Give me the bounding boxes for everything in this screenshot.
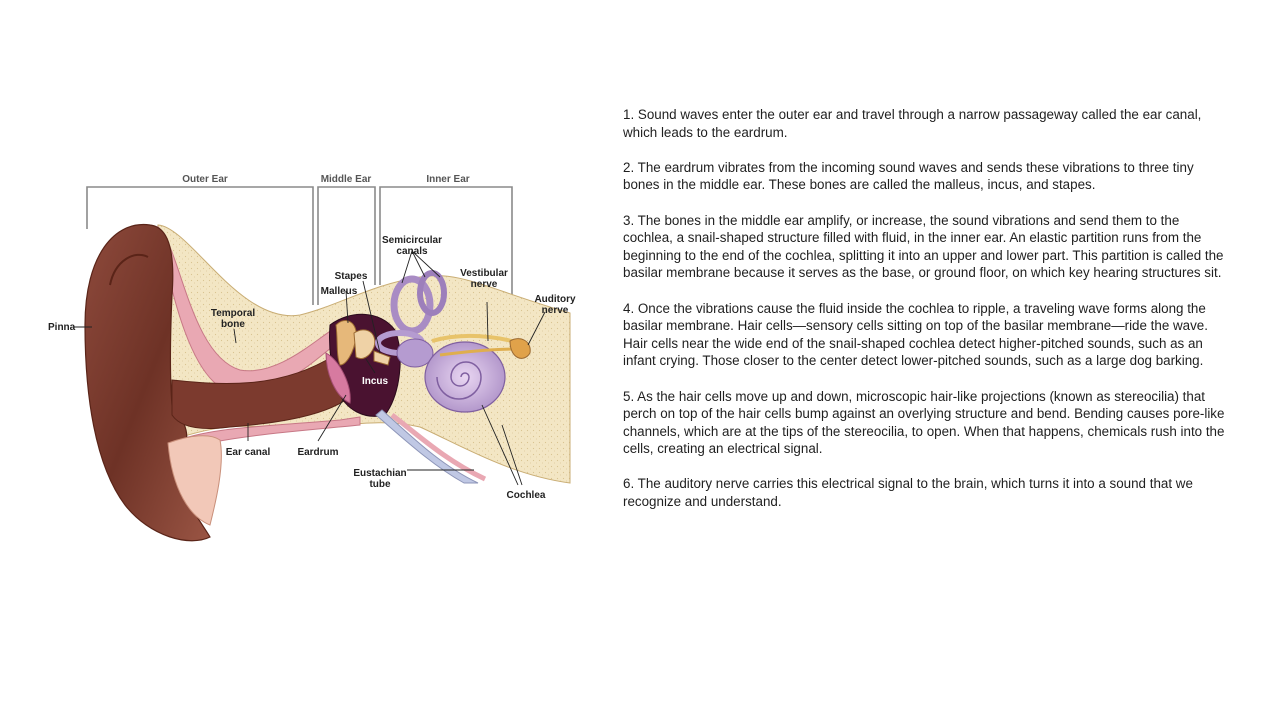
cochlea-spiral: [436, 361, 482, 400]
label-pinna: Pinna: [48, 322, 76, 333]
auditory-nerve-stump: [509, 338, 531, 359]
eardrum-leader: [317, 394, 347, 442]
label-temporal-2: bone: [221, 319, 245, 330]
section-inner-ear: Inner Ear: [426, 174, 469, 185]
semicircular-leaders: [401, 250, 441, 284]
paragraph-5: 5. As the hair cells move up and down, m…: [623, 388, 1225, 457]
label-malleus: Malleus: [321, 286, 358, 297]
label-vestibular-1: Vestibular: [460, 268, 508, 279]
ear-anatomy-diagram: Outer Ear Middle Ear Inner Ear: [40, 165, 580, 550]
eardrum-shape: [325, 352, 351, 404]
temporal-bone-leader: [233, 328, 237, 344]
label-eustachian-2: tube: [369, 479, 391, 490]
stapes-shape: [373, 350, 391, 366]
malleus-shape: [335, 320, 357, 366]
paragraph-1: 1. Sound waves enter the outer ear and t…: [623, 107, 1202, 140]
label-auditory-1: Auditory: [534, 294, 576, 305]
label-cochlea: Cochlea: [507, 490, 546, 501]
semicircular-canal-1: [390, 275, 434, 335]
malleus-leader: [345, 290, 349, 324]
incus-shape: [353, 329, 376, 360]
eustachian-tube-lining: [390, 413, 487, 482]
label-eustachian-1: Eustachian: [353, 468, 406, 479]
label-temporal-1: Temporal: [211, 308, 255, 319]
ear-diagram-svg: Outer Ear Middle Ear Inner Ear: [48, 174, 576, 542]
outer-ear-bracket: [86, 186, 314, 305]
paragraph-2: 2. The eardrum vibrates from the incomin…: [623, 159, 1194, 193]
label-eardrum: Eardrum: [297, 447, 338, 458]
label-semicircular-2: canals: [396, 246, 428, 257]
helix-fold: [109, 253, 149, 286]
vestibular-nerve-leader: [486, 301, 489, 342]
incus-leader: [365, 358, 376, 374]
vestibule-shape: [396, 338, 434, 368]
paragraph-3: 3. The bones in the middle ear amplify, …: [623, 212, 1224, 281]
explanation-text: 1. Sound waves enter the outer ear and t…: [623, 106, 1229, 528]
eustachian-tube-shape: [375, 409, 479, 484]
section-middle-ear: Middle Ear: [321, 174, 372, 185]
paragraph-6: 6. The auditory nerve carries this elect…: [623, 476, 1193, 510]
label-vestibular-2: nerve: [471, 279, 498, 290]
semicircular-canal-2: [417, 270, 447, 316]
inner-ear-bracket: [379, 186, 513, 310]
lobe-inner: [167, 435, 222, 526]
paragraph-4: 4. Once the vibrations cause the fluid i…: [623, 300, 1208, 369]
middle-ear-bracket: [317, 186, 376, 305]
label-semicircular-1: Semicircular: [382, 235, 442, 246]
label-stapes: Stapes: [335, 271, 368, 282]
label-auditory-2: nerve: [542, 305, 569, 316]
cochlea-leaders: [481, 404, 523, 486]
label-incus: Incus: [362, 376, 389, 387]
auditory-nerve-leader: [527, 311, 546, 346]
label-ear-canal: Ear canal: [226, 447, 271, 458]
stapes-leader: [362, 280, 381, 354]
pinna-shape: [84, 223, 211, 542]
section-outer-ear: Outer Ear: [182, 174, 228, 185]
